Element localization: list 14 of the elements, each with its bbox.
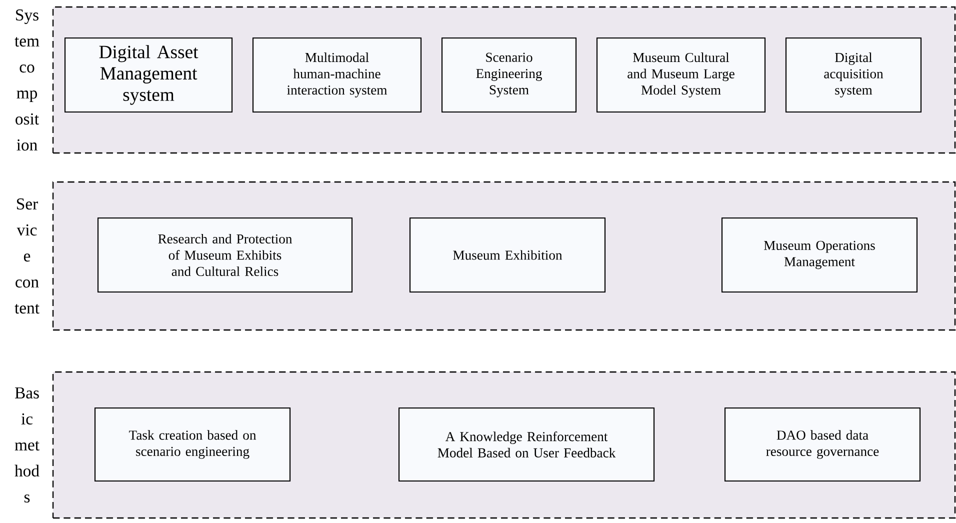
component-box: Museum Operations Management: [721, 217, 918, 293]
component-box: DAO based data resource governance: [724, 407, 921, 482]
component-box: A Knowledge Reinforcement Model Based on User Feedback: [398, 407, 655, 482]
component-box: Digital Asset Management system: [64, 37, 233, 113]
node-label: Bas ic met hod s: [14, 387, 40, 503]
component-box: Research and Protection of Museum Exhibits and Cultural Relics: [97, 217, 353, 293]
component-box: Museum Cultural and Museum Large Model System: [596, 37, 766, 113]
component-box: Scenario Engineering System: [441, 37, 577, 113]
node-label: Ser vic e con tent: [14, 198, 40, 314]
component-box: Multimodal human-machine interaction system: [252, 37, 422, 113]
component-box: Museum Exhibition: [409, 217, 606, 293]
node-label: Sys tem co mp osit ion: [14, 9, 40, 151]
component-box: Digital acquisition system: [785, 37, 922, 113]
component-box: Task creation based on scenario engineering: [94, 407, 291, 482]
